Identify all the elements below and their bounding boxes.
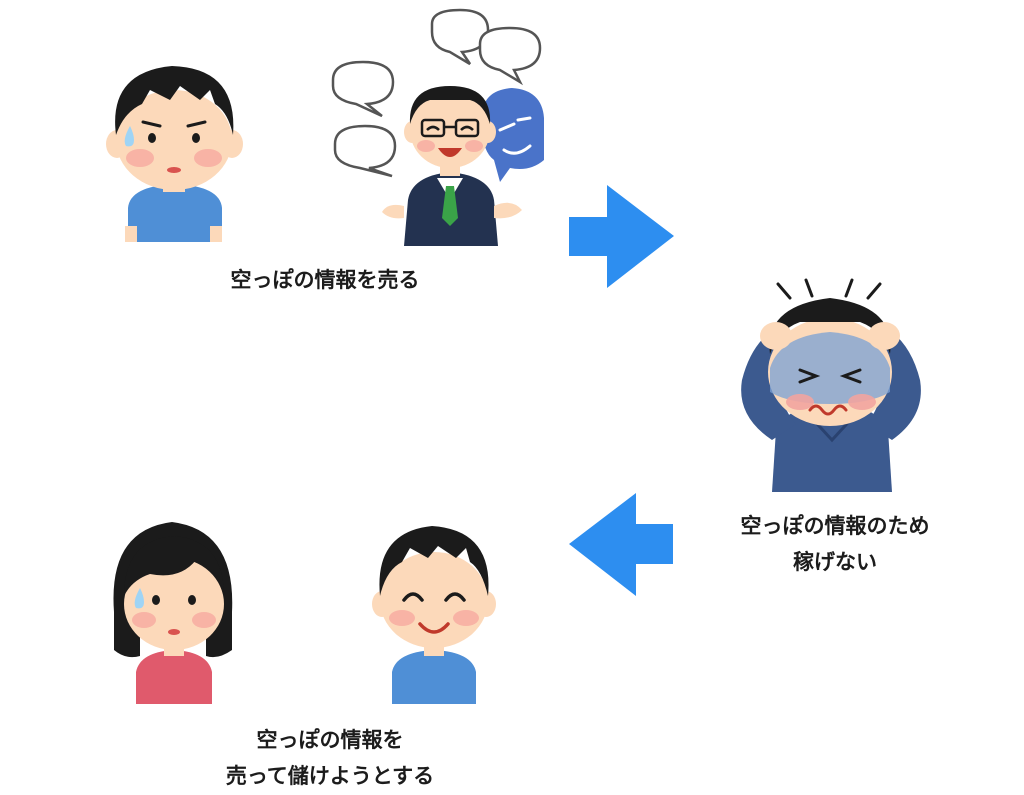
caption-step3-line2: 売って儲けようとする <box>225 764 435 788</box>
caption-step2: 空っぽの情報のため 稼げない <box>700 508 970 580</box>
worried-boy-figure <box>106 66 243 242</box>
arrow-left-icon <box>569 493 673 596</box>
smiling-boy-figure <box>372 526 496 704</box>
caption-step1-text: 空っぽの情報を売る <box>230 268 420 292</box>
troubled-man-figure <box>741 278 921 492</box>
salesman-figure <box>331 8 544 246</box>
arrow-right-icon <box>569 185 674 288</box>
caption-step3: 空っぽの情報を 売って儲けようとする <box>160 722 500 794</box>
speech-bubbles <box>331 8 542 178</box>
caption-step2-line2: 稼げない <box>793 550 877 574</box>
caption-step2-line1: 空っぽの情報のため <box>740 514 930 538</box>
worried-woman-figure <box>113 522 233 704</box>
caption-step1: 空っぽの情報を売る <box>180 262 470 298</box>
caption-step3-line1: 空っぽの情報を <box>256 728 404 752</box>
